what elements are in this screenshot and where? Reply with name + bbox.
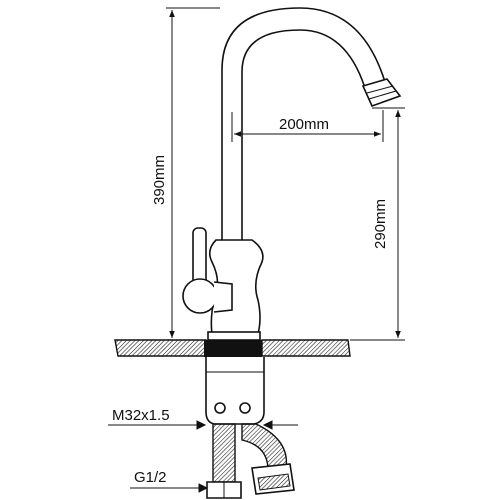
- dimension-spout-reach: [231, 110, 384, 142]
- cartridge-knob: [182, 278, 218, 314]
- total-height-label: 390mm: [151, 155, 168, 205]
- callout-hose-thread: [130, 483, 209, 493]
- mounting-nut: [204, 340, 262, 357]
- faucet-body: [182, 7, 402, 341]
- braided-hose-right: [241, 423, 288, 471]
- inlet-hole-right: [239, 402, 251, 414]
- supply-hoses: [206, 423, 295, 499]
- base-flange: [207, 331, 261, 341]
- dimension-total-height: [166, 7, 220, 341]
- spout-height-label: 290mm: [372, 199, 389, 249]
- aerator: [361, 78, 402, 108]
- callout-body-thread: [108, 420, 298, 430]
- braided-hose-left: [212, 423, 236, 483]
- spout-tube-inner: [241, 29, 366, 240]
- spout-tube: [221, 7, 386, 240]
- body-thread-label: M32x1.5: [112, 407, 170, 424]
- hose-thread-label: G1/2: [134, 469, 167, 486]
- inlet-hole-left: [214, 402, 226, 414]
- countertop: [114, 339, 351, 357]
- dimension-spout-height: [350, 107, 405, 341]
- spout-reach-label: 200mm: [279, 116, 329, 133]
- fixing-shank: [205, 357, 265, 425]
